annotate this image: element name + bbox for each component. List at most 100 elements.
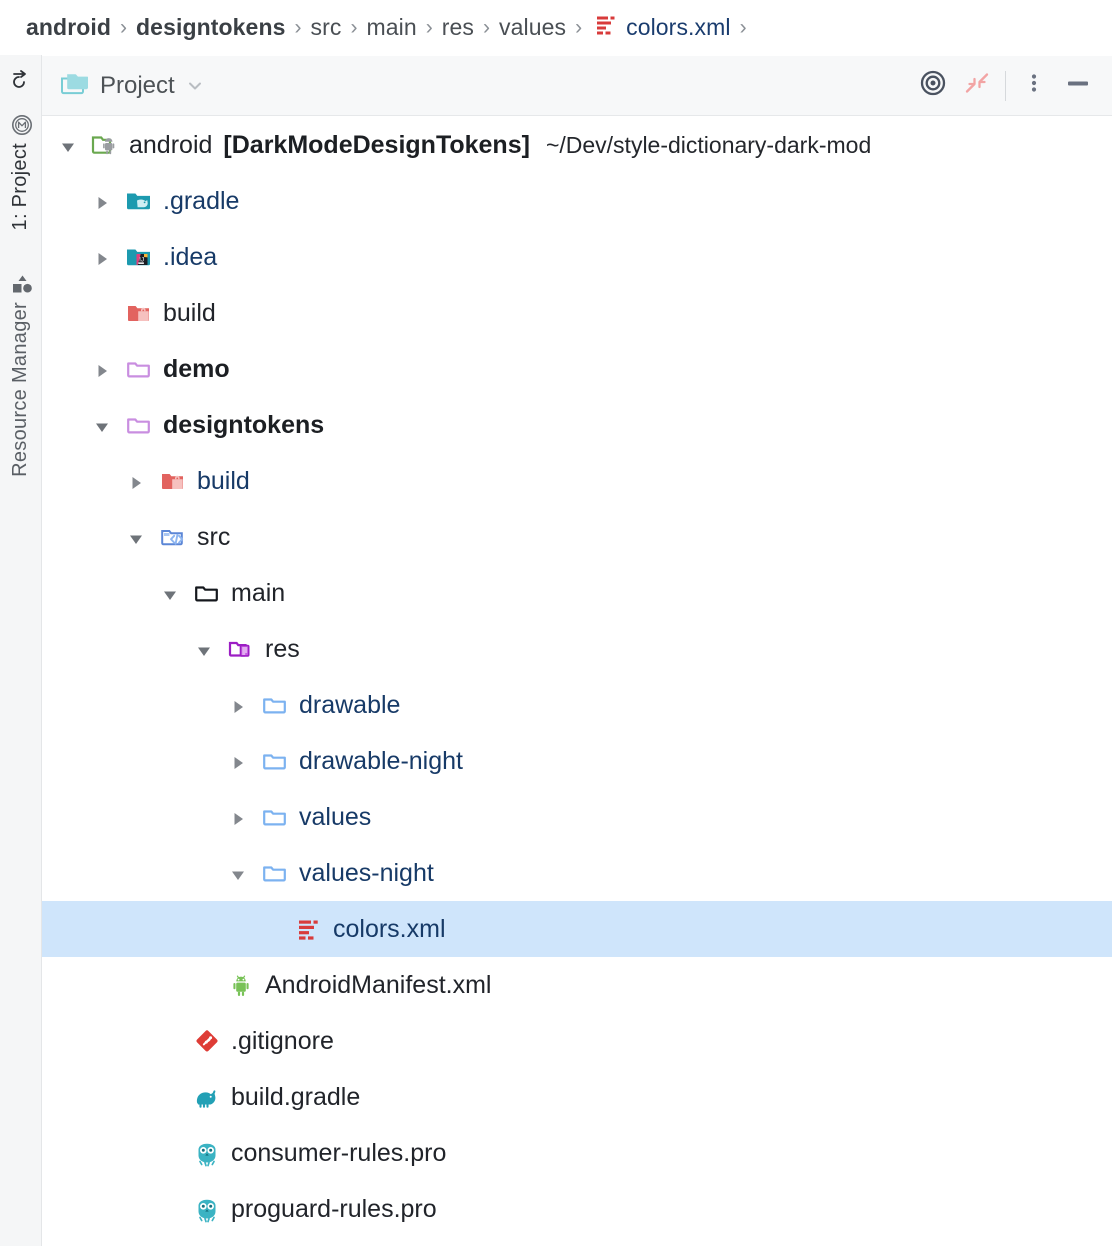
expand-arrow-expanded-icon[interactable] [160, 583, 180, 603]
blue-folder-icon [260, 746, 290, 776]
expand-arrow-collapsed-icon[interactable] [92, 247, 112, 267]
tree-row-idea[interactable]: IJ .idea [42, 229, 1112, 285]
tree-row-label: drawable [299, 690, 401, 719]
expand-arrow-expanded-icon[interactable] [58, 135, 78, 155]
source-folder-icon [158, 522, 188, 552]
breadcrumb-item-designtokens[interactable]: designtokens [136, 14, 286, 40]
tree-row-android[interactable]: android [DarkModeDesignTokens] ~/Dev/sty… [42, 117, 1112, 173]
expand-arrow-collapsed-icon[interactable] [228, 751, 248, 771]
breadcrumb: android › designtokens › src › main › re… [0, 0, 1112, 55]
tree-row-consumer-rules[interactable]: consumer-rules.pro [42, 1125, 1112, 1181]
tree-row-label: colors.xml [333, 914, 446, 943]
tree-row-label: android [129, 130, 213, 159]
expand-arrow-collapsed-icon[interactable] [126, 471, 146, 491]
tree-row-drawable-night[interactable]: drawable-night [42, 733, 1112, 789]
tree-row-proguard-rules[interactable]: proguard-rules.pro [42, 1181, 1112, 1237]
strip-item-resource-manager[interactable]: Resource Manager [9, 266, 32, 483]
breadcrumb-item-src[interactable]: src [310, 14, 342, 40]
tree-row-colors-xml[interactable]: colors.xml [42, 901, 1112, 957]
collapse-arrows-icon [962, 68, 992, 103]
xml-file-icon [593, 12, 619, 43]
breadcrumb-separator: › [350, 15, 358, 39]
breadcrumb-item-main[interactable]: main [366, 14, 417, 40]
strip-item-project[interactable]: 1: Project [9, 107, 32, 236]
header-divider [1005, 70, 1006, 101]
tree-row-label: values [299, 802, 372, 831]
tree-row-label: build [197, 466, 250, 495]
tree-row-res[interactable]: res [42, 621, 1112, 677]
breadcrumb-separator: › [425, 15, 433, 39]
tree-row-label: main [231, 578, 286, 607]
chevron-down-icon[interactable] [186, 77, 204, 95]
hide-panel-button[interactable] [1056, 64, 1100, 108]
svg-text:IJ: IJ [139, 256, 144, 263]
collapse-all-button[interactable] [955, 64, 999, 108]
breadcrumb-separator: › [294, 15, 302, 39]
panel-header-actions [911, 64, 1112, 108]
breadcrumb-separator: › [483, 15, 490, 39]
expand-arrow-collapsed-icon[interactable] [92, 191, 112, 211]
breadcrumb-item-values[interactable]: values [499, 14, 567, 40]
tree-row-label: src [197, 522, 231, 551]
expand-arrow-expanded-icon[interactable] [194, 639, 214, 659]
expand-arrow-collapsed-icon[interactable] [92, 359, 112, 379]
android-manifest-icon [226, 970, 256, 1000]
tree-row-values-night[interactable]: values-night [42, 845, 1112, 901]
idea-folder-icon: IJ [124, 242, 154, 272]
shapes-icon [10, 272, 32, 294]
expand-arrow-expanded-icon[interactable] [92, 415, 112, 435]
expand-arrow-collapsed-icon[interactable] [228, 807, 248, 827]
tree-row-label: .gradle [163, 186, 240, 215]
options-menu-button[interactable] [1012, 64, 1056, 108]
tool-window-strip: 1: Project Resource Manager [0, 55, 42, 1246]
gradle-folder-icon [124, 186, 154, 216]
tree-row-main[interactable]: main [42, 565, 1112, 621]
minimize-icon [1064, 70, 1092, 101]
tree-row-gitignore[interactable]: .gitignore [42, 1013, 1112, 1069]
git-icon [192, 1026, 222, 1056]
expand-arrow-expanded-icon[interactable] [126, 527, 146, 547]
res-folder-icon [226, 634, 256, 664]
tree-row-designtokens[interactable]: designtokens [42, 397, 1112, 453]
strip-resize-handle[interactable] [10, 61, 32, 95]
project-tree[interactable]: android [DarkModeDesignTokens] ~/Dev/sty… [42, 117, 1112, 1246]
project-panel-header: Project [42, 56, 1112, 116]
strip-item-resource-manager-label: Resource Manager [9, 302, 31, 478]
select-opened-file-button[interactable] [911, 64, 955, 108]
module-folder-icon [124, 410, 154, 440]
tree-row-src[interactable]: src [42, 509, 1112, 565]
tree-row-label: .gitignore [231, 1026, 334, 1055]
breadcrumb-item-colors-xml[interactable]: colors.xml [626, 14, 731, 40]
tree-row-build[interactable]: build [42, 285, 1112, 341]
tree-row-drawable[interactable]: drawable [42, 677, 1112, 733]
excluded-folder-icon [124, 298, 154, 328]
tree-row-label: AndroidManifest.xml [265, 970, 492, 999]
tree-row-demo[interactable]: demo [42, 341, 1112, 397]
tree-row-values[interactable]: values [42, 789, 1112, 845]
blue-folder-icon [260, 690, 290, 720]
blue-folder-icon [260, 802, 290, 832]
proguard-icon [192, 1138, 222, 1168]
gradle-file-icon [192, 1082, 222, 1112]
proguard-icon [192, 1194, 222, 1224]
tree-row-gradle[interactable]: .gradle [42, 173, 1112, 229]
module-folder-icon [124, 354, 154, 384]
breadcrumb-trailing-separator: › [739, 15, 747, 39]
tree-row-designtokens-build[interactable]: build [42, 453, 1112, 509]
breadcrumb-separator: › [575, 15, 583, 39]
android-project-folder-icon [90, 130, 120, 160]
breadcrumb-item-res[interactable]: res [441, 14, 474, 40]
tree-row-label: build [163, 298, 216, 327]
tree-row-label: drawable-night [299, 746, 463, 775]
expand-arrow-collapsed-icon[interactable] [228, 695, 248, 715]
tree-row-build-gradle[interactable]: build.gradle [42, 1069, 1112, 1125]
tree-row-android-manifest[interactable]: AndroidManifest.xml [42, 957, 1112, 1013]
breadcrumb-item-android[interactable]: android [26, 14, 112, 40]
tree-row-label: demo [163, 354, 230, 383]
project-view-selector[interactable]: Project [42, 69, 204, 102]
xml-file-icon [294, 914, 324, 944]
project-folders-icon [59, 69, 89, 102]
tree-row-label: .idea [163, 242, 218, 271]
expand-arrow-expanded-icon[interactable] [228, 863, 248, 883]
